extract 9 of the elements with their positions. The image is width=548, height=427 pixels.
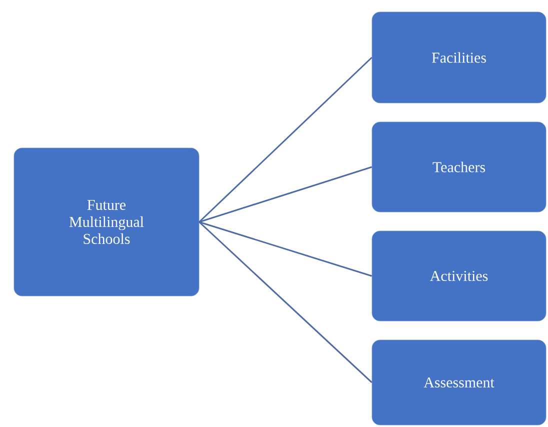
process-box: Future Multilingual Schools: [14, 148, 200, 296]
process-box: Facilities: [372, 12, 546, 104]
connector-line: [198, 166, 372, 223]
connector-line: [198, 221, 372, 277]
connector-line: [198, 56, 372, 223]
process-box: Teachers: [372, 122, 546, 212]
connector-line: [198, 221, 372, 384]
process-box: Activities: [372, 230, 546, 322]
process-box: Assessment: [372, 340, 546, 426]
